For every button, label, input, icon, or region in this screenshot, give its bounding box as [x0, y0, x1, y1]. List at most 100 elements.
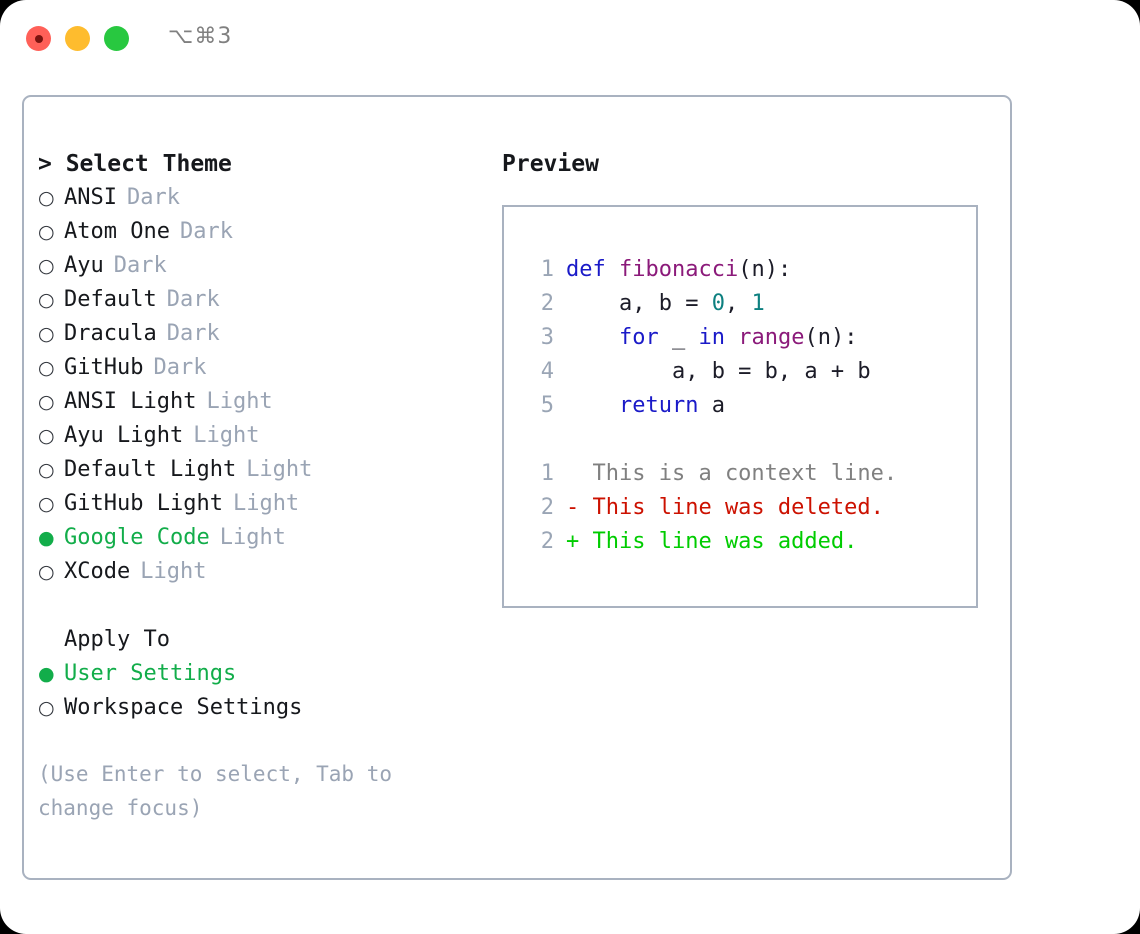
- theme-option-label: Default Light: [64, 457, 237, 482]
- code-token: a, b = b, a + b: [566, 359, 871, 384]
- code-line: 5 return a: [522, 389, 976, 423]
- theme-list-header: > Select Theme: [38, 151, 232, 177]
- code-diff-spacer: [522, 423, 976, 457]
- code-token: 1: [751, 291, 765, 316]
- code-line: 3 for _ in range(n):: [522, 321, 976, 355]
- code-token: in: [698, 325, 739, 350]
- line-number: 1: [540, 461, 554, 486]
- theme-option-label: Default: [64, 287, 157, 312]
- code-token: range: [738, 325, 805, 350]
- diff-line: 2+ This line was added.: [522, 525, 976, 559]
- theme-option-ayu[interactable]: ○ Ayu Dark: [38, 249, 488, 283]
- minimize-button[interactable]: [65, 26, 90, 51]
- theme-option-category: Dark: [153, 355, 207, 380]
- radio-selected-icon: ●: [38, 527, 55, 549]
- theme-option-category: Dark: [166, 287, 220, 312]
- close-button[interactable]: [26, 26, 51, 51]
- radio-unselected-icon: ○: [38, 357, 55, 379]
- code-token: _: [671, 325, 699, 350]
- code-token: This is a context line.: [566, 461, 898, 486]
- line-number: 4: [540, 359, 554, 384]
- theme-option-github-light[interactable]: ○ GitHub Light Light: [38, 487, 488, 521]
- theme-option-category: Light: [140, 559, 207, 584]
- theme-option-category: Light: [206, 389, 273, 414]
- code-token: def: [566, 257, 619, 282]
- radio-selected-icon: ●: [38, 663, 55, 685]
- apply-to-header: Apply To: [64, 627, 170, 652]
- theme-option-label: Atom One: [64, 219, 170, 244]
- radio-unselected-icon: ○: [38, 425, 55, 447]
- window-controls: [26, 26, 129, 51]
- theme-option-category: Dark: [179, 219, 233, 244]
- code-line: 4 a, b = b, a + b: [522, 355, 976, 389]
- code-line: 2 a, b = 0, 1: [522, 287, 976, 321]
- preview-title: Preview: [502, 151, 599, 177]
- diff-sample: 1 This is a context line. 2 - This line wa…: [522, 457, 976, 559]
- theme-option-label: Google Code: [64, 525, 210, 550]
- theme-option-label: Ayu: [64, 253, 104, 278]
- radio-unselected-icon: ○: [38, 255, 55, 277]
- code-token: a, b =: [566, 291, 712, 316]
- line-number: 2: [540, 291, 554, 316]
- code-token: fibonacci: [618, 257, 739, 282]
- line-number: 2: [540, 495, 554, 520]
- theme-option-label: ANSI: [64, 185, 117, 210]
- theme-option-category: Light: [246, 457, 313, 482]
- theme-option-default[interactable]: ○ Default Dark: [38, 283, 488, 317]
- theme-option-default-light[interactable]: ○ Default Light Light: [38, 453, 488, 487]
- theme-option-label: GitHub Light: [64, 491, 223, 516]
- code-token: [566, 321, 619, 355]
- code-token: - This line was deleted.: [566, 495, 884, 520]
- theme-option-label: ANSI Light: [64, 389, 197, 414]
- code-token: for: [618, 325, 672, 350]
- section-spacer: [38, 589, 488, 623]
- radio-unselected-icon: ○: [38, 187, 55, 209]
- theme-option-category: Dark: [113, 253, 167, 278]
- radio-unselected-icon: ○: [38, 391, 55, 413]
- theme-option-google-code[interactable]: ● Google Code Light: [38, 521, 488, 555]
- apply-to-option-list: ● User Settings ○ Workspace Settings: [38, 657, 488, 725]
- theme-option-category: Light: [193, 423, 260, 448]
- radio-unselected-icon: ○: [38, 697, 55, 719]
- apply-to-option-label: User Settings: [64, 661, 237, 686]
- code-token: return: [618, 393, 712, 418]
- line-number: 3: [540, 325, 554, 350]
- theme-option-category: Light: [219, 525, 286, 550]
- maximize-button[interactable]: [104, 26, 129, 51]
- theme-option-xcode[interactable]: ○ XCode Light: [38, 555, 488, 589]
- theme-option-atom-one[interactable]: ○ Atom One Dark: [38, 215, 488, 249]
- code-token: ,: [724, 291, 752, 316]
- apply-to-option-label: Workspace Settings: [64, 695, 303, 720]
- radio-unselected-icon: ○: [38, 221, 55, 243]
- line-number: 2: [540, 529, 554, 554]
- apply-to-option-workspace-settings[interactable]: ○ Workspace Settings: [38, 691, 488, 725]
- theme-option-ansi[interactable]: ○ ANSI Dark: [38, 181, 488, 215]
- diff-line: 1 This is a context line.: [522, 457, 976, 491]
- code-token: [566, 389, 619, 423]
- theme-option-ansi-light[interactable]: ○ ANSI Light Light: [38, 385, 488, 419]
- radio-unselected-icon: ○: [38, 289, 55, 311]
- theme-option-label: XCode: [64, 559, 131, 584]
- radio-unselected-icon: ○: [38, 561, 55, 583]
- code-token: (n):: [738, 257, 792, 282]
- code-token: a: [711, 393, 725, 418]
- apply-to-option-user-settings[interactable]: ● User Settings: [38, 657, 488, 691]
- theme-option-category: Light: [232, 491, 300, 516]
- radio-unselected-icon: ○: [38, 459, 55, 481]
- theme-option-category: Dark: [126, 185, 180, 210]
- diff-line: 2 - This line was deleted.: [522, 491, 976, 525]
- code-token: (n):: [804, 325, 858, 350]
- radio-unselected-icon: ○: [38, 493, 55, 515]
- keyboard-shortcut-label: ⌥⌘3: [168, 24, 233, 49]
